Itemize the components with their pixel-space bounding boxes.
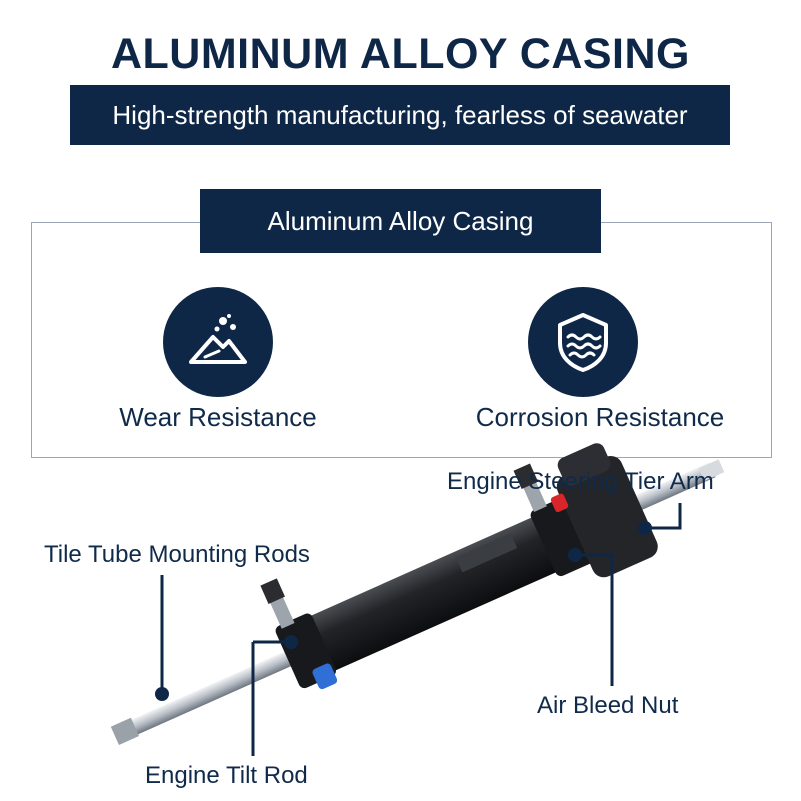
left-fitting-nozzle: [260, 578, 285, 604]
callout-line-air-bleed: [575, 553, 614, 686]
right-fitting: [522, 480, 547, 512]
callout-dot-tilt-rod: [284, 635, 298, 649]
air-bleed-nut: [550, 493, 569, 513]
feature-label-wear: Wear Resistance: [119, 402, 317, 432]
callout-mounting-rods: Tile Tube Mounting Rods: [44, 541, 310, 568]
mounting-bracket: [556, 455, 658, 578]
callout-dot-mounting-rods: [155, 687, 169, 701]
cylinder-body: [300, 513, 568, 675]
subtitle-banner: High-strength manufacturing, fearless of…: [70, 85, 730, 145]
callout-dot-steering-arm: [638, 521, 652, 535]
right-fitting-nozzle: [513, 463, 539, 490]
callout-steering-arm: Engine Steering Tier Arm: [447, 468, 714, 495]
rod-thread-left: [110, 717, 140, 745]
page-title: ALUMINUM ALLOY CASING: [110, 30, 691, 78]
callout-dot-air-bleed: [568, 548, 582, 562]
panel-tag: Aluminum Alloy Casing: [200, 189, 601, 253]
callout-tilt-rod: Engine Tilt Rod: [145, 762, 308, 789]
feature-label-corrosion: Corrosion Resistance: [475, 402, 725, 432]
bracket-top: [557, 443, 611, 486]
label-plate: [455, 533, 518, 573]
callout-line-steering-arm: [645, 503, 682, 530]
blue-bleed-cap: [312, 663, 338, 690]
shield-waves-icon: [528, 287, 638, 397]
wear-icon: [163, 287, 273, 397]
rod-tip-right: [698, 459, 725, 482]
left-fitting: [269, 595, 295, 629]
callout-air-bleed: Air Bleed Nut: [537, 692, 679, 719]
subtitle-text: High-strength manufacturing, fearless of…: [112, 99, 688, 130]
panel-tag-text: Aluminum Alloy Casing: [267, 205, 534, 236]
